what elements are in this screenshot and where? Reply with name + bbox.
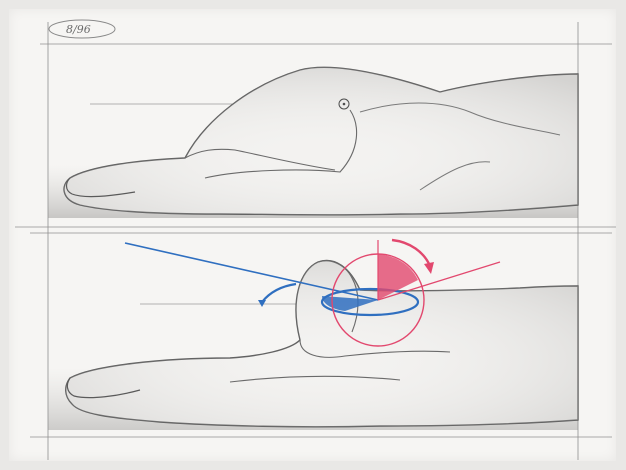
top-panel-figure [48, 67, 578, 218]
top-body-shading [64, 67, 578, 215]
bottom-body-shading [66, 260, 578, 426]
page-number: 8/96 [66, 23, 91, 36]
page-number-badge: 8/96 [49, 20, 115, 38]
top-joint-dot [343, 103, 346, 106]
blue-rotation-arrow [262, 284, 296, 302]
blue-arrow-head [258, 300, 266, 307]
pink-arrow-head [424, 262, 434, 274]
